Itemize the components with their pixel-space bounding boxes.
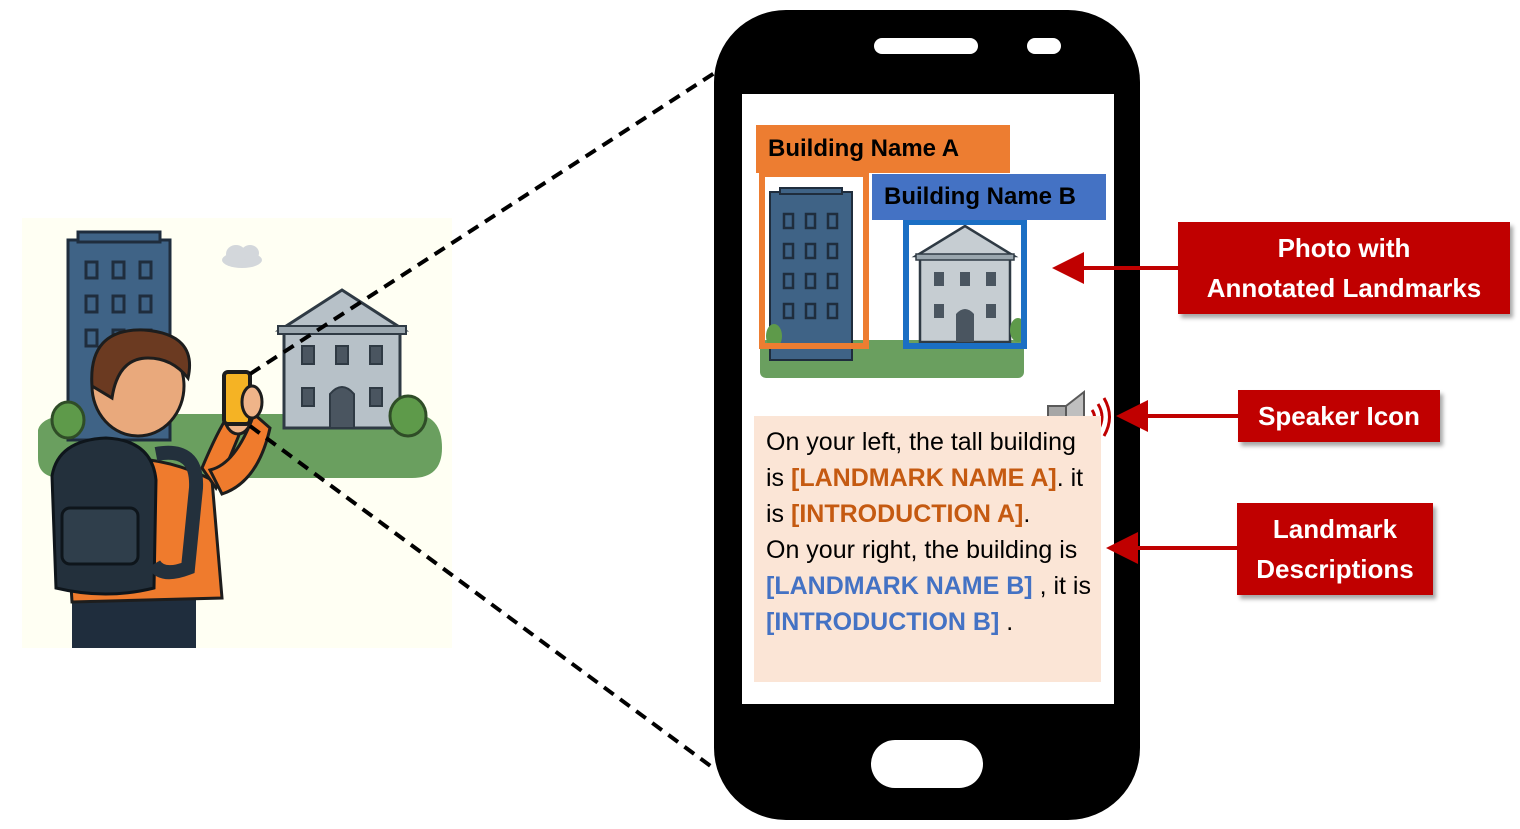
desc-left-end: . [1023, 500, 1031, 528]
introduction-a: [INTRODUCTION A] [791, 500, 1024, 528]
tourist-scene-illustration [22, 218, 452, 648]
desc-right-end: . [999, 608, 1014, 636]
label-building-a: Building Name A [756, 125, 1010, 173]
bush-right [388, 394, 428, 438]
callout-landmark-descriptions: Landmark Descriptions [1237, 503, 1433, 595]
desc-left-intro: On your left, the tall building is [766, 428, 1076, 492]
landmark-name-a: [LANDMARK NAME A] [791, 464, 1057, 492]
tourist-scene-drawing [38, 230, 442, 648]
bounding-box-a [759, 171, 869, 349]
home-button[interactable] [871, 740, 983, 788]
classical-building [274, 288, 410, 430]
annotated-photo[interactable]: Building Name A Building Name B [756, 124, 1112, 394]
callout-photo-line1: Photo with [1277, 233, 1411, 263]
annotated-photo-drawing [759, 171, 1027, 378]
photo-classical-building [911, 224, 1026, 344]
desc-right-intro: On your right, the building is [766, 536, 1078, 564]
phone-earpiece [874, 38, 978, 54]
landmark-name-b: [LANDMARK NAME B] [766, 572, 1033, 600]
desc-right-mid: , it is [1032, 572, 1091, 600]
callout-speaker-icon: Speaker Icon [1238, 390, 1440, 442]
cloud-icon [222, 245, 262, 268]
callout-photo-annotated-landmarks: Photo with Annotated Landmarks [1178, 222, 1510, 314]
callout-photo-line2: Annotated Landmarks [1206, 273, 1482, 303]
phone-camera [1027, 38, 1061, 54]
bounding-box-b [903, 219, 1027, 349]
callout-desc-line1: Landmark [1272, 514, 1398, 544]
photo-tall-building [766, 187, 853, 361]
callout-desc-line2: Descriptions [1256, 554, 1414, 584]
callout-speaker-label: Speaker Icon [1258, 401, 1420, 431]
introduction-b: [INTRODUCTION B] [766, 608, 1000, 636]
bush-left [50, 400, 86, 440]
label-building-b: Building Name B [872, 174, 1106, 220]
tourist-person [50, 328, 272, 648]
desc-left-mid: . it is [766, 464, 1084, 528]
landmark-description-box: On your left, the tall building is [LAND… [754, 416, 1101, 682]
